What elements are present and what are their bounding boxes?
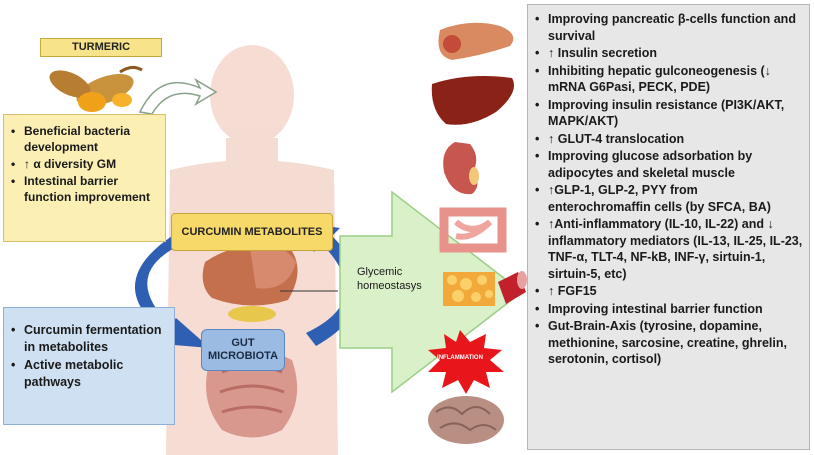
mechanism-item: Improving intestinal barrier function xyxy=(534,301,803,318)
turmeric-label: TURMERIC xyxy=(40,38,162,57)
mechanisms-box: Improving pancreatic β-cells function an… xyxy=(527,4,810,450)
turmeric-effects-box: Beneficial bacteria development ↑ α dive… xyxy=(3,114,166,242)
adipocytes-icon xyxy=(443,272,495,306)
turmeric-effect-item: Intestinal barrier function improvement xyxy=(10,173,159,205)
kidney-icon xyxy=(443,142,479,195)
mechanism-item: Improving insulin resistance (PI3K/AKT, … xyxy=(534,97,803,130)
mechanism-item: ↑ GLUT-4 translocation xyxy=(534,131,803,148)
microbiota-effect-item: Curcumin fermentation in metabolites xyxy=(10,322,168,356)
gut-microbiota-effects-box: Curcumin fermentation in metabolites Act… xyxy=(3,307,175,425)
glycemic-homeostasis-label: Glycemic homeostasys xyxy=(357,266,422,292)
turmeric-image xyxy=(49,65,143,112)
turmeric-effect-item: Beneficial bacteria development xyxy=(10,123,159,155)
microbiota-effect-item: Active metabolic pathways xyxy=(10,357,168,391)
mechanism-item: ↑GLP-1, GLP-2, PYY from enterochromaffin… xyxy=(534,182,803,215)
muscle-icon xyxy=(498,271,527,304)
mechanism-item: ↑Anti-inflammatory (IL-10, IL-22) and ↓ … xyxy=(534,216,803,282)
liver-icon xyxy=(431,76,514,125)
mechanism-item: Improving pancreatic β-cells function an… xyxy=(534,11,803,44)
mechanism-item: ↑ FGF15 xyxy=(534,283,803,300)
turmeric-arrow xyxy=(138,78,218,115)
inflammation-burst xyxy=(428,330,504,394)
mechanism-item: Improving glucose adsorbation by adipocy… xyxy=(534,148,803,181)
brain-icon xyxy=(428,396,504,444)
inflammation-label: INFLAMMATION xyxy=(437,355,483,361)
intestine-icon xyxy=(439,207,507,253)
pancreas-icon xyxy=(438,22,514,60)
turmeric-effect-item: ↑ α diversity GM xyxy=(10,156,159,172)
mechanism-item: Inhibiting hepatic gulconeogenesis (↓ mR… xyxy=(534,63,803,96)
mechanism-item: Gut-Brain-Axis (tyrosine, dopamine, meth… xyxy=(534,318,803,368)
gut-microbiota-box: GUT MICROBIOTA xyxy=(201,329,285,371)
mechanism-item: ↑ Insulin secretion xyxy=(534,45,803,62)
curcumin-metabolites-box: CURCUMIN METABOLITES xyxy=(171,213,333,251)
